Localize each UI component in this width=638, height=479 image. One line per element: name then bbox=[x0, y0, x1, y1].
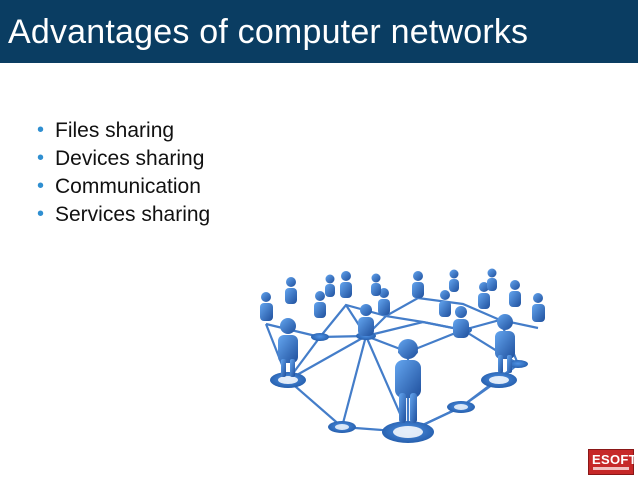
people-icons bbox=[260, 268, 545, 423]
bullet-item: • Devices sharing bbox=[37, 145, 210, 173]
esoft-logo: ESOFT bbox=[588, 449, 637, 475]
network-rings bbox=[270, 326, 528, 443]
bullet-item: • Services sharing bbox=[37, 201, 210, 229]
logo-text: ESOFT bbox=[592, 452, 637, 467]
bullet-dot-icon: • bbox=[37, 147, 45, 169]
people-network-icon bbox=[260, 268, 545, 443]
bullet-text: Services sharing bbox=[55, 203, 211, 226]
title-bar: Advantages of computer networks bbox=[0, 0, 638, 63]
slide-title: Advantages of computer networks bbox=[8, 13, 529, 51]
bullet-dot-icon: • bbox=[37, 175, 45, 197]
bullet-dot-icon: • bbox=[37, 119, 45, 141]
bullet-list: • Files sharing • Devices sharing • Comm… bbox=[37, 117, 210, 229]
bullet-item: • Files sharing bbox=[37, 117, 210, 145]
logo-stripe bbox=[593, 467, 629, 470]
bullet-text: Communication bbox=[55, 175, 201, 198]
bullet-text: Devices sharing bbox=[55, 147, 205, 170]
bullet-text: Files sharing bbox=[55, 119, 175, 142]
bullet-dot-icon: • bbox=[37, 203, 45, 225]
bullet-item: • Communication bbox=[37, 173, 210, 201]
